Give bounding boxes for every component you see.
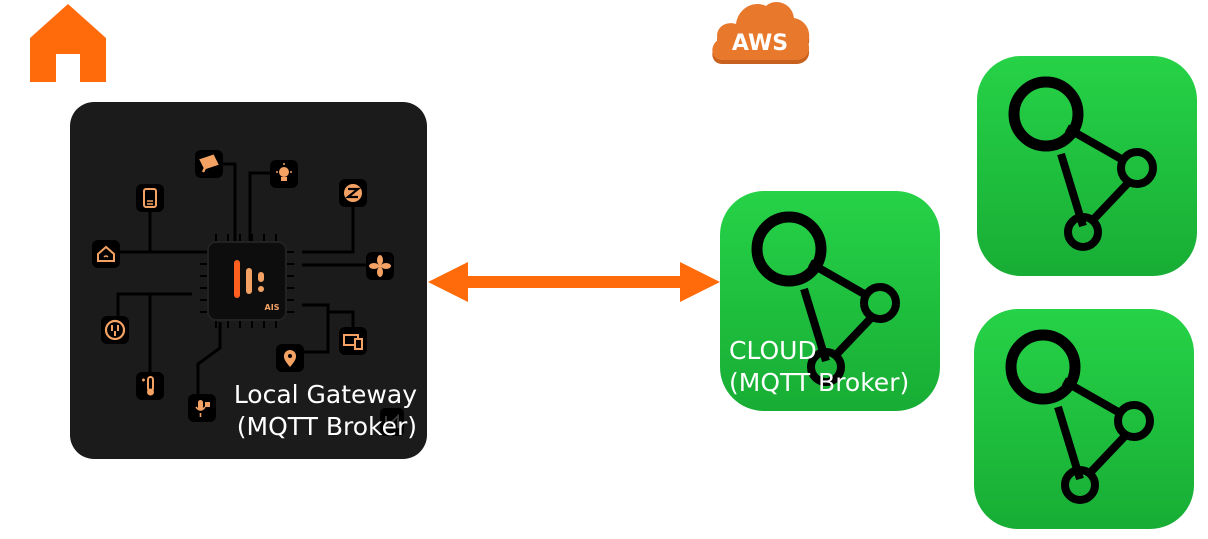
aws-cloud-icon: AWS xyxy=(708,0,812,66)
aws-badge-text: AWS xyxy=(732,31,788,56)
bulb-icon xyxy=(270,160,298,188)
bidirectional-arrow xyxy=(428,262,720,302)
power-plug-icon xyxy=(101,316,129,344)
chip-label: AIS xyxy=(265,303,280,312)
zigbee-icon xyxy=(339,179,367,207)
display-icon xyxy=(339,327,367,355)
nfc-icon xyxy=(380,408,404,436)
location-pin-icon xyxy=(276,344,304,372)
mqtt-network-icon xyxy=(1008,76,1157,251)
chip-pins xyxy=(200,234,294,328)
mqtt-network-icon xyxy=(1005,329,1154,504)
client-broker-tile xyxy=(974,309,1194,529)
fan-icon xyxy=(366,252,394,280)
cloud-title: CLOUD xyxy=(729,336,817,365)
home-icon xyxy=(30,4,106,82)
cloud-subtitle: (MQTT Broker) xyxy=(729,368,910,397)
cloud-broker-tile: CLOUD (MQTT Broker) xyxy=(720,191,940,411)
chip-logo-icon xyxy=(234,260,264,298)
gateway-subtitle: (MQTT Broker) xyxy=(236,412,417,441)
microphone-icon xyxy=(188,394,216,422)
smart-home-icon xyxy=(92,240,120,268)
client-broker-tile xyxy=(977,56,1197,276)
gateway-title: Local Gateway xyxy=(233,380,417,409)
camera-icon xyxy=(195,150,223,178)
local-gateway: AIS xyxy=(70,102,427,459)
mqtt-network-icon xyxy=(751,211,900,386)
phone-icon xyxy=(136,184,164,212)
gateway-circuit-board: AIS xyxy=(92,150,404,436)
thermometer-icon xyxy=(136,372,164,400)
